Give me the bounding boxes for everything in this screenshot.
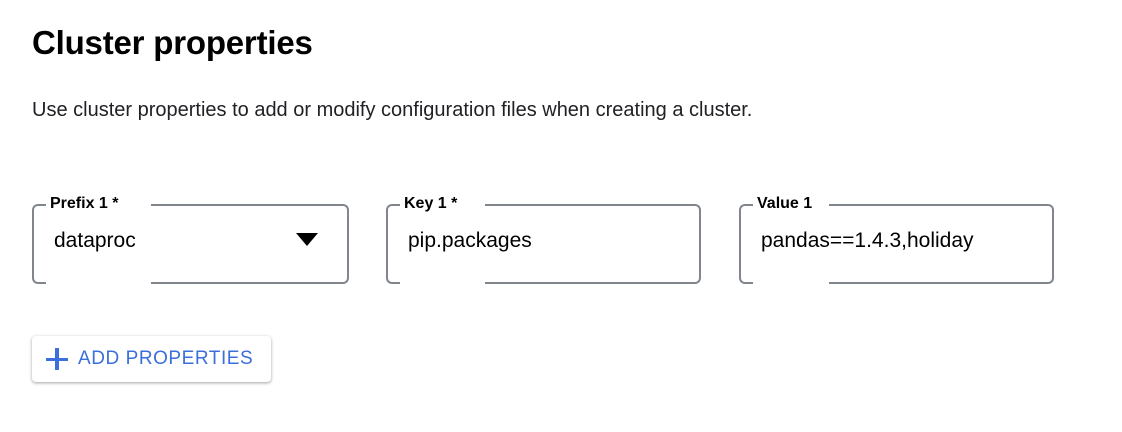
key-input-value[interactable]: pip.packages [408, 229, 532, 252]
add-properties-button[interactable]: ADD PROPERTIES [32, 336, 272, 382]
prefix-select-value[interactable]: dataproc [54, 229, 136, 252]
outline-lead [386, 204, 400, 284]
chevron-down-icon[interactable] [296, 233, 318, 246]
plus-icon [46, 348, 68, 370]
prefix-select-field[interactable]: Prefix 1 * dataproc [32, 193, 349, 284]
page-title: Cluster properties [32, 24, 313, 61]
prefix-field-label: Prefix 1 * [46, 193, 124, 215]
key-input-field[interactable]: Key 1 * pip.packages [386, 193, 701, 284]
outline-lead [32, 204, 46, 284]
value-input-field[interactable]: Value 1 pandas==1.4.3,holiday [739, 193, 1054, 284]
outline-lead [739, 204, 753, 284]
value-field-label: Value 1 [753, 193, 818, 215]
key-field-label: Key 1 * [400, 193, 463, 215]
add-properties-label: ADD PROPERTIES [78, 348, 254, 369]
section-description: Use cluster properties to add or modify … [32, 99, 753, 121]
value-input-value[interactable]: pandas==1.4.3,holiday [761, 229, 974, 252]
